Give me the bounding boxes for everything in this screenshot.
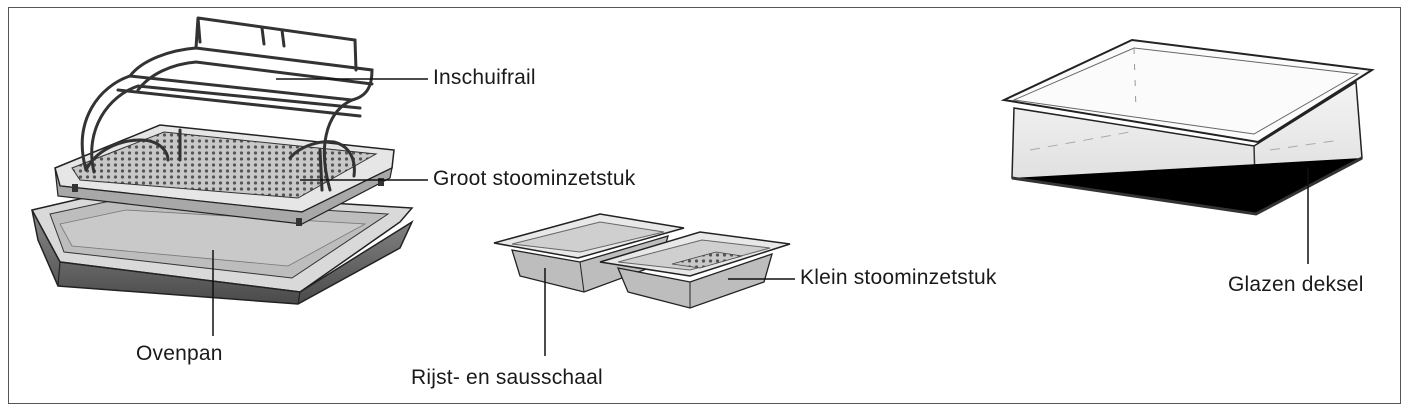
label-klein-stoominzetstuk: Klein stoominzetstuk: [800, 266, 997, 289]
inschuifrail-illustration: [80, 16, 374, 192]
label-glazen-deksel: Glazen deksel: [1228, 273, 1364, 296]
label-rijst-en-sausschaal: Rijst- en sausschaal: [411, 366, 603, 389]
rijst-en-sausschaal-illustration: [493, 213, 685, 293]
label-ovenpan: Ovenpan: [136, 342, 223, 365]
klein-stoominzetstuk-illustration: [599, 231, 791, 309]
label-groot-stoominzetstuk: Groot stoominzetstuk: [433, 167, 636, 190]
glazen-deksel-illustration: [1000, 38, 1375, 216]
label-inschuifrail: Inschuifrail: [433, 66, 536, 89]
